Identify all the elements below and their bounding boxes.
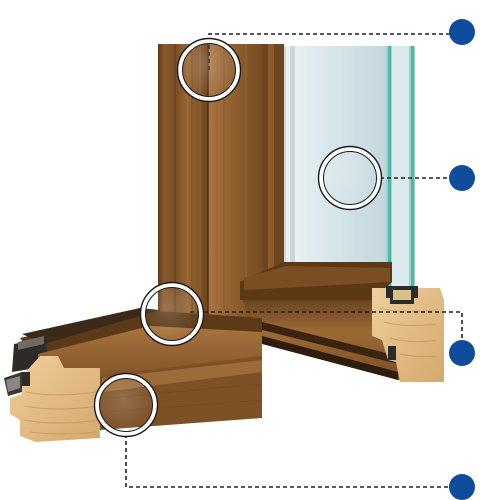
marker-circle[interactable] <box>449 474 475 500</box>
magnifier-circle <box>176 37 242 103</box>
leader-line-4 <box>125 434 460 488</box>
sill-section-end-grain <box>4 356 100 442</box>
leader-line-1 <box>208 33 460 70</box>
marker-circle[interactable] <box>449 19 475 45</box>
magnifier-circles <box>93 37 383 438</box>
leader-lines <box>125 33 463 488</box>
marker-circle[interactable] <box>449 165 475 191</box>
magnifier-circle <box>139 281 205 347</box>
marker-circle[interactable] <box>449 340 475 366</box>
magnifier-circle <box>317 145 383 211</box>
magnifier-circle <box>93 372 159 438</box>
callout-markers[interactable] <box>449 19 475 500</box>
